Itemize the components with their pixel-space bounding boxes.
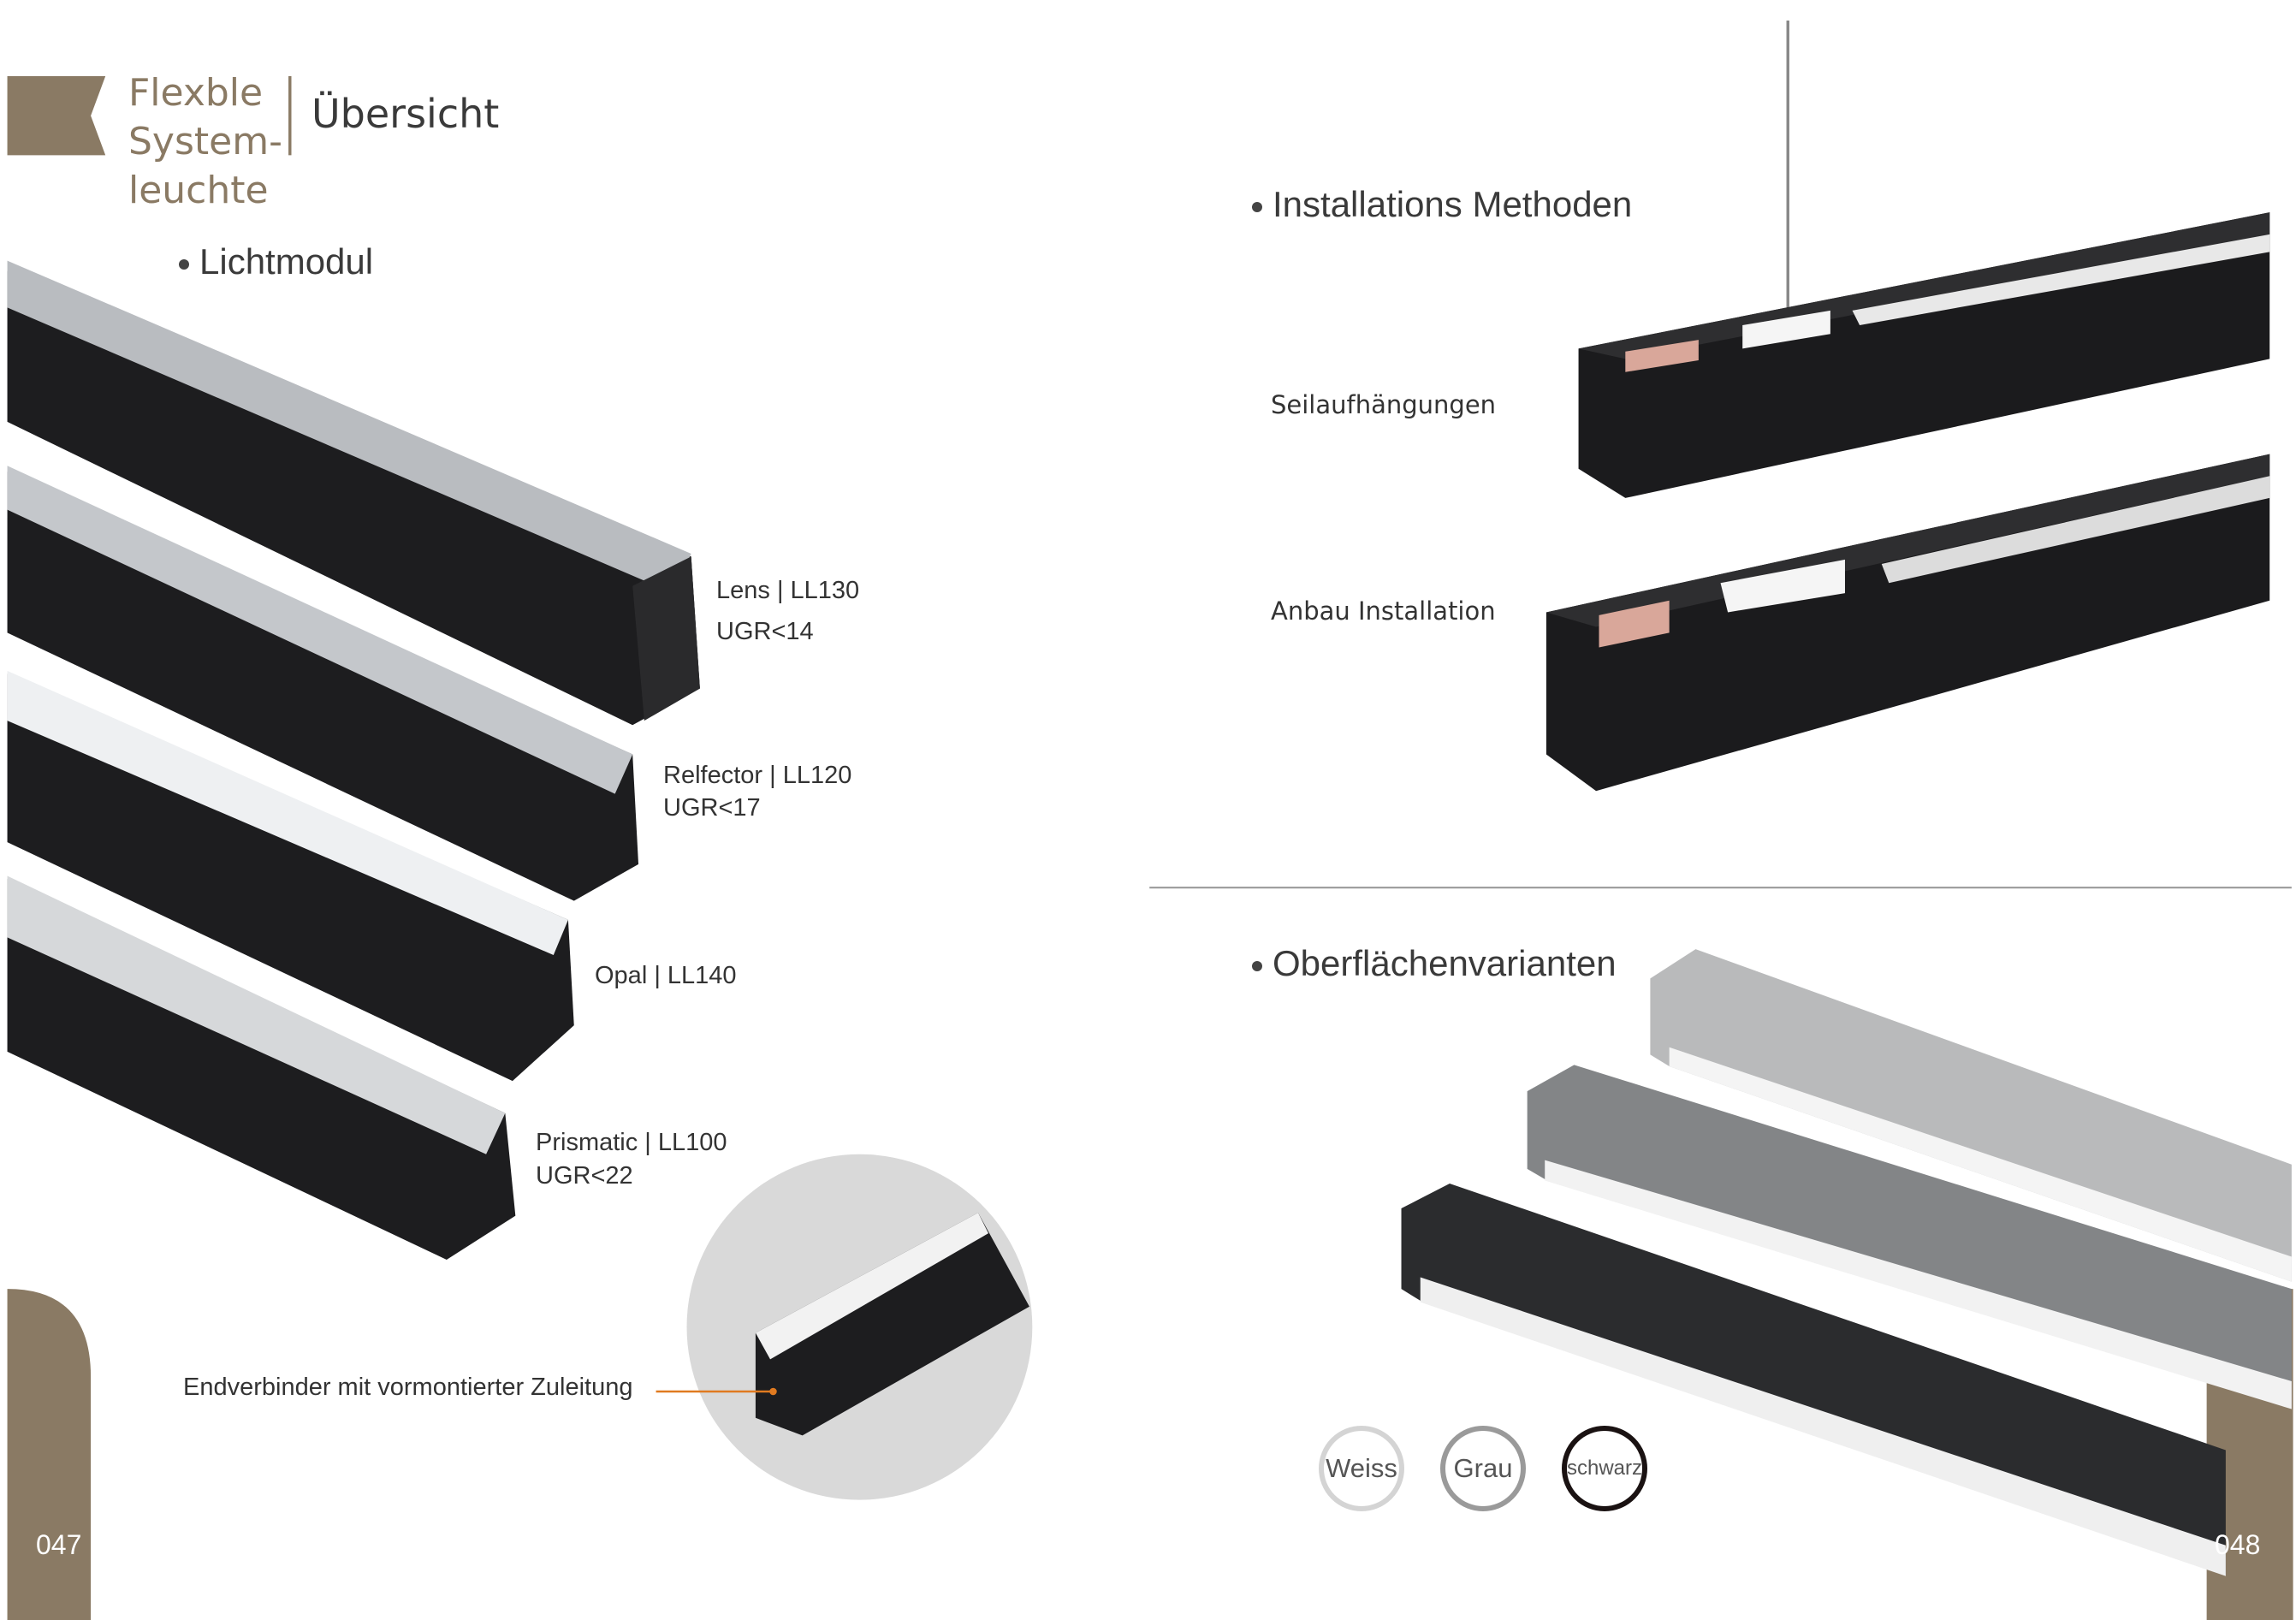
finish-label: Weiss	[1326, 1453, 1397, 1483]
module-ugr-prismatic: UGR<22	[536, 1162, 633, 1190]
section-label: Installations Methoden	[1273, 184, 1633, 224]
gray-luminaire-image	[1527, 1065, 2292, 1409]
method-surface-mount: Anbau Installation	[1271, 596, 1496, 626]
method-cable-suspension: Seilaufhängungen	[1271, 390, 1497, 419]
page-number-right: 048	[2215, 1529, 2261, 1560]
reflector-module-image	[7, 466, 639, 901]
light-gray-luminaire-image	[1650, 949, 2292, 1282]
brand-line: Flexble	[128, 71, 264, 115]
installation-heading: Installations Methoden	[1252, 184, 1632, 225]
module-ugr-lens: UGR<14	[716, 618, 814, 645]
black-luminaire-image	[1401, 1183, 2226, 1576]
bullet-icon	[1252, 201, 1262, 212]
page-title: Übersicht	[311, 91, 500, 137]
section-label: Lichtmodul	[199, 241, 374, 282]
module-ugr-reflector: UGR<17	[663, 794, 761, 822]
finish-swatch-grau: Grau	[1440, 1426, 1526, 1511]
surface-heading: Oberflächenvarianten	[1252, 943, 1617, 984]
brand-line: System-	[128, 120, 282, 163]
page-number-left: 047	[36, 1529, 82, 1560]
brand-line: leuchte	[128, 169, 269, 212]
bullet-icon	[179, 258, 189, 270]
finish-label: Grau	[1453, 1453, 1513, 1483]
connector-image	[755, 1213, 1029, 1436]
lens-module-image	[7, 260, 700, 726]
surface-mounted-luminaire-image	[1545, 454, 2270, 792]
module-name-opal: Opal | LL140	[595, 962, 737, 989]
module-name-lens: Lens | LL130	[716, 577, 860, 604]
left-page-tab	[7, 1289, 92, 1620]
lichtmodul-heading: Lichtmodul	[179, 241, 373, 282]
header-flag-icon	[7, 76, 106, 156]
section-label: Oberflächenvarianten	[1273, 943, 1617, 983]
brand-title: Flexble System- leuchte	[128, 68, 282, 215]
finish-label: schwarz	[1566, 1457, 1643, 1480]
finish-swatch-schwarz: schwarz	[1562, 1426, 1647, 1511]
connector-label: Endverbinder mit vormontierter Zuleitung	[183, 1374, 633, 1401]
module-name-reflector: Relfector | LL120	[663, 762, 852, 789]
module-name-prismatic: Prismatic | LL100	[536, 1129, 727, 1156]
bullet-icon	[1252, 960, 1262, 971]
suspended-luminaire-image	[1578, 212, 2270, 498]
prismatic-module-image	[7, 875, 516, 1260]
opal-module-image	[7, 670, 574, 1082]
finish-swatch-weiss: Weiss	[1319, 1426, 1404, 1511]
